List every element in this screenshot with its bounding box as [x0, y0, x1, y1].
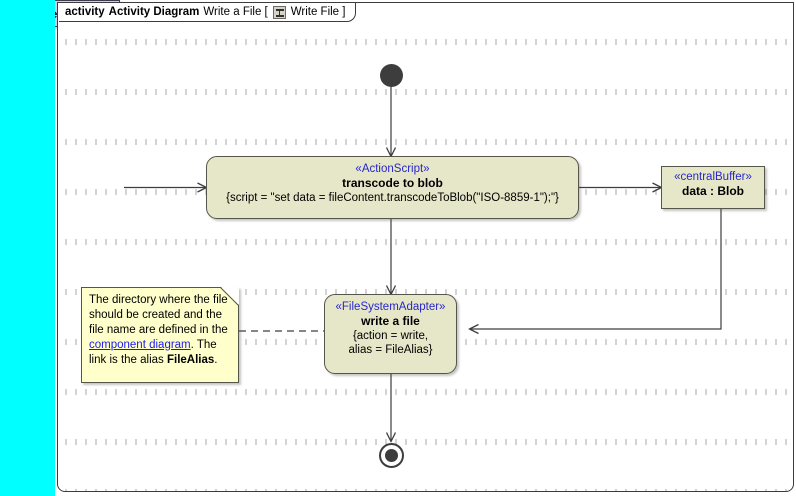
activity-diagram-frame: activity Activity Diagram Write a File […	[57, 2, 794, 492]
grid-background	[58, 23, 793, 491]
activity-final-node[interactable]	[379, 443, 404, 468]
stereotype-centralbuffer: «centralBuffer»	[674, 171, 752, 183]
note-link-component-diagram[interactable]: component diagram	[89, 339, 191, 351]
frame-keyword: activity	[65, 6, 105, 18]
central-buffer-node-data-blob[interactable]: «centralBuffer» data : Blob	[661, 166, 765, 209]
write-file-body-line2: alias = FileAlias}	[348, 344, 433, 356]
edge-buffer-to-write	[470, 209, 722, 329]
note-text-part3: .	[214, 354, 218, 366]
stereotype-actionscript: «ActionScript»	[355, 163, 430, 175]
edge-layer	[124, 87, 722, 492]
action-name-transcode-to-blob: transcode to blob	[342, 176, 443, 190]
frame-qualifier: Write File ]	[290, 6, 346, 18]
note-text-filealias: FileAlias	[166, 354, 215, 366]
buffer-name-data-blob: data : Blob	[682, 184, 744, 198]
frame-header-tab[interactable]: activity Activity Diagram Write a File […	[59, 3, 357, 22]
selection-band	[0, 0, 55, 496]
note-fold-corner	[221, 287, 239, 305]
action-name-write-a-file: write a file	[361, 314, 420, 328]
frame-name: Write a File [	[203, 6, 268, 18]
action-node-write-a-file[interactable]: «FileSystemAdapter» write a file {action…	[324, 294, 457, 374]
action-script-body: {script = "set data = fileContent.transc…	[226, 192, 559, 204]
stereotype-filesystemadapter: «FileSystemAdapter»	[335, 301, 446, 313]
frame-type-label: Activity Diagram	[108, 6, 200, 18]
write-file-body-line1: {action = write,	[352, 330, 429, 342]
activity-diagram-icon	[272, 5, 286, 19]
note-text-part1: The directory where the file should be c…	[89, 294, 228, 336]
comment-note[interactable]: The directory where the file should be c…	[81, 287, 239, 383]
action-node-transcode-to-blob[interactable]: «ActionScript» transcode to blob {script…	[206, 156, 579, 219]
initial-node[interactable]	[380, 64, 403, 87]
